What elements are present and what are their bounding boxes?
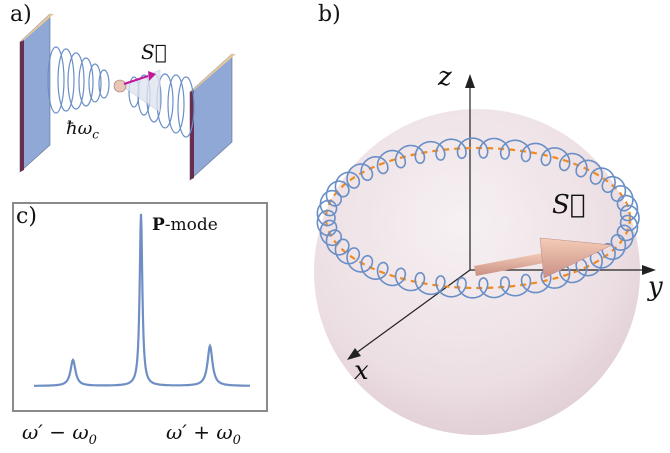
panel-label-c: c) (16, 204, 37, 229)
panel-label-b: b) (318, 2, 341, 27)
axis-label-z: z (438, 62, 452, 92)
cavity-diagram (19, 13, 236, 181)
left-coil (47, 46, 110, 114)
spectrum-curve (34, 213, 250, 387)
p-mode-label: P-mode (152, 215, 218, 235)
spin-arrow-a (123, 74, 149, 86)
right-mirror (189, 53, 236, 181)
tick-label-left: ω′ − ω0 (22, 420, 97, 448)
left-mirror (19, 13, 54, 173)
dashed-orbit (324, 146, 632, 290)
panel-label-a: a) (10, 2, 32, 27)
spin-trajectory (316, 137, 640, 299)
spectrum-frame (12, 202, 268, 412)
photon-energy-label: ħωc (66, 118, 100, 142)
particle-icon (113, 79, 127, 93)
x-axis (351, 269, 471, 357)
spin-arrow-b (474, 237, 613, 279)
axis-label-y: y (648, 272, 663, 302)
axis-label-x: x (354, 356, 369, 386)
spectrum-plot (34, 213, 250, 387)
tick-label-right: ω′ + ω0 (166, 420, 241, 448)
spin-label-b: S⃗ (552, 190, 586, 220)
spin-label-a: S⃗ (141, 40, 167, 64)
